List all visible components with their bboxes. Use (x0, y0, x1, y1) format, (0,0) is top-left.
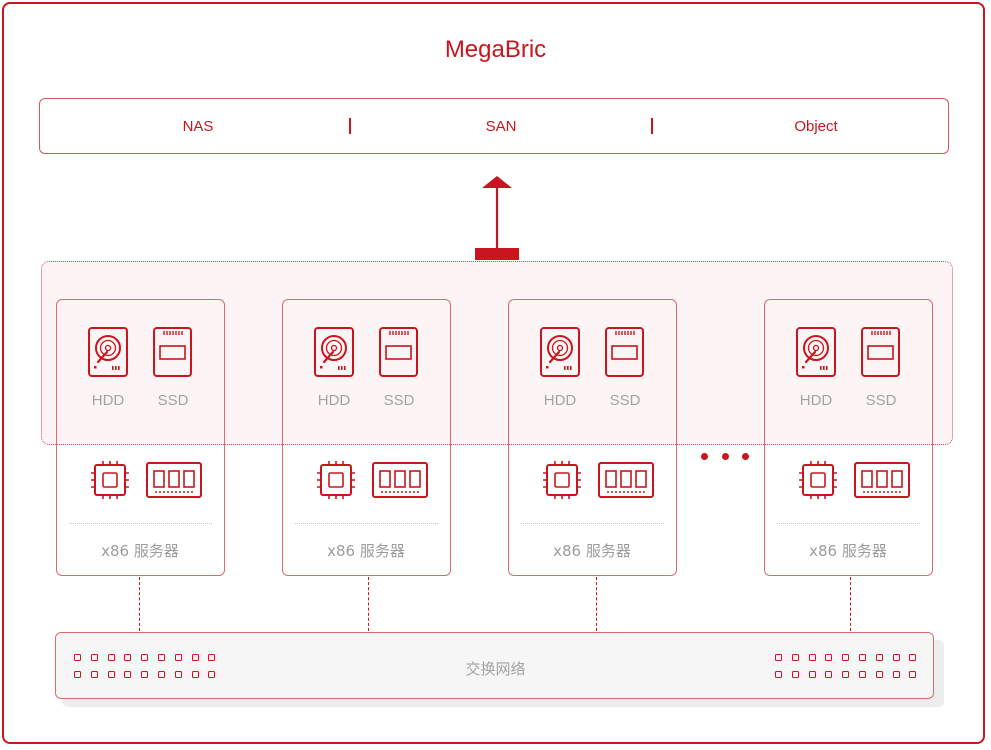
ssd-label: SSD (609, 392, 641, 409)
switch-port (909, 654, 917, 661)
switch-port (124, 671, 132, 678)
switch-port (107, 654, 115, 661)
network-label: 交换网络 (465, 660, 526, 678)
switch-port (875, 654, 883, 661)
switch-port (859, 654, 866, 661)
switch-port (825, 671, 833, 678)
cpu-icon (798, 460, 838, 500)
network-link (596, 577, 597, 631)
ssd-label: SSD (383, 392, 415, 409)
protocol-nas: NAS (182, 118, 214, 135)
switch-port (842, 654, 850, 661)
server-label: x86 服务器 (809, 542, 887, 560)
memory-icon (146, 462, 202, 498)
ssd-icon (605, 327, 644, 377)
switch-port (808, 671, 816, 678)
ellipsis-dot (722, 453, 729, 460)
switch-port (90, 654, 98, 661)
storage-pool (41, 261, 953, 445)
switch-port (158, 671, 165, 678)
hdd-icon (539, 326, 581, 378)
cpu-icon (90, 460, 130, 500)
server-label: x86 服务器 (101, 542, 179, 560)
protocol-object: Object (794, 118, 838, 135)
switch-port (775, 671, 782, 678)
ellipsis-dot (742, 453, 749, 460)
switch-port (191, 671, 199, 678)
switch-port (158, 654, 165, 661)
memory-icon (598, 462, 654, 498)
switch-port (892, 654, 900, 661)
switch-port (791, 671, 799, 678)
cpu-icon (316, 460, 356, 500)
server-divider (521, 523, 664, 524)
server-divider (295, 523, 438, 524)
server-node (764, 299, 933, 576)
server-divider (69, 523, 212, 524)
switch-port (208, 654, 216, 661)
switch-port (74, 654, 81, 661)
switch-port (141, 654, 149, 661)
switch-port (808, 654, 816, 661)
switch-port (191, 654, 199, 661)
switch-port (875, 671, 883, 678)
switch-port (825, 654, 833, 661)
ssd-icon (379, 327, 418, 377)
ssd-label: SSD (865, 392, 897, 409)
hdd-label: HDD (543, 392, 577, 409)
network-link (368, 577, 369, 631)
network-link (850, 577, 851, 631)
up-arrow-icon (475, 176, 519, 260)
diagram-title: MegaBric (444, 36, 547, 63)
server-node (282, 299, 451, 576)
switch-port (842, 671, 850, 678)
switch-port (859, 671, 866, 678)
protocol-separator (651, 118, 653, 134)
hdd-label: HDD (91, 392, 125, 409)
network-link (139, 577, 140, 631)
ellipsis-dot (701, 453, 708, 460)
protocol-san: SAN (485, 118, 517, 135)
switch-port (124, 654, 132, 661)
server-label: x86 服务器 (327, 542, 405, 560)
hdd-icon (87, 326, 129, 378)
memory-icon (372, 462, 428, 498)
switch-port (174, 654, 182, 661)
switch-port (90, 671, 98, 678)
switch-port (208, 671, 216, 678)
server-label: x86 服务器 (553, 542, 631, 560)
protocol-separator (349, 118, 351, 134)
hdd-label: HDD (799, 392, 833, 409)
server-divider (777, 523, 920, 524)
network-switch (55, 632, 934, 699)
switch-port (892, 671, 900, 678)
memory-icon (854, 462, 910, 498)
cpu-icon (542, 460, 582, 500)
switch-port (141, 671, 149, 678)
switch-port (174, 671, 182, 678)
hdd-icon (313, 326, 355, 378)
server-node (56, 299, 225, 576)
switch-port (909, 671, 917, 678)
switch-port (775, 654, 782, 661)
ssd-icon (153, 327, 192, 377)
hdd-icon (795, 326, 837, 378)
ssd-label: SSD (157, 392, 189, 409)
switch-port (791, 654, 799, 661)
hdd-label: HDD (317, 392, 351, 409)
ssd-icon (861, 327, 900, 377)
switch-port (107, 671, 115, 678)
server-node (508, 299, 677, 576)
protocol-bar (39, 98, 949, 154)
switch-port (74, 671, 81, 678)
